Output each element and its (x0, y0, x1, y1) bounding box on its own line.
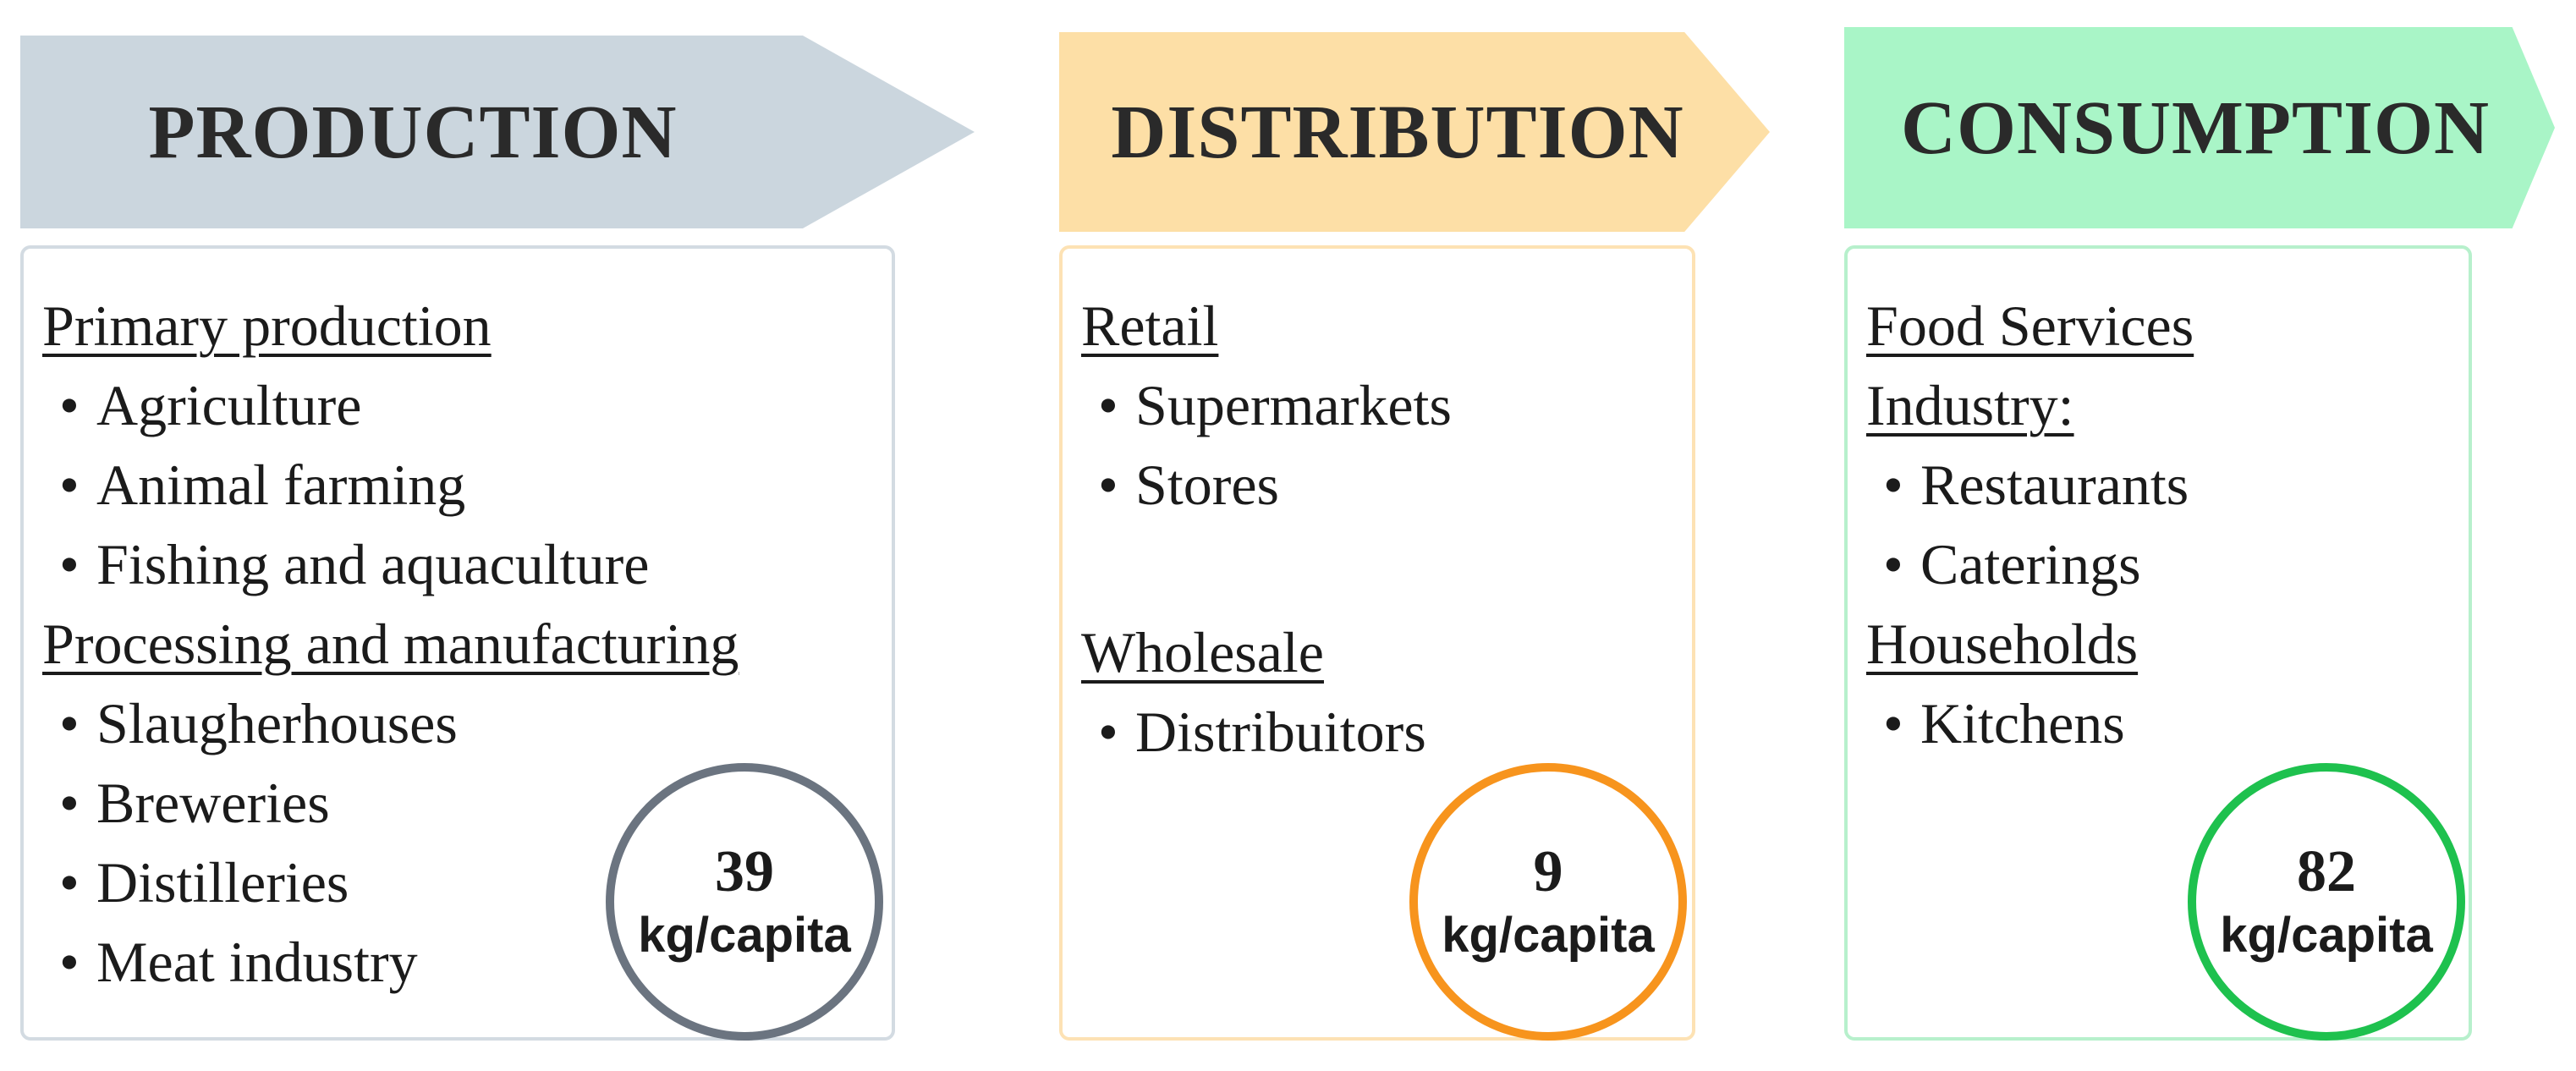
food-services-heading-line2: Industry: (1866, 373, 2074, 437)
processing-heading: Processing and manufacturing (42, 612, 739, 676)
distribution-unit: kg/capita (1442, 908, 1655, 963)
retail-heading: Retail (1081, 294, 1219, 358)
list-item: •Distilleries (59, 850, 349, 914)
production-title: PRODUCTION (148, 90, 678, 174)
list-item: •Restaurants (1883, 453, 2189, 517)
production-value: 39 (715, 839, 774, 904)
production-box: Primary production •Agriculture •Animal … (20, 245, 895, 1041)
list-item: •Meat industry (59, 930, 418, 994)
list-item: •Distribuitors (1098, 700, 1426, 764)
list-item: •Kitchens (1883, 691, 2125, 755)
food-services-heading-line1: Food Services (1866, 294, 2194, 358)
list-item: •Fishing and aquaculture (59, 532, 650, 596)
list-item: •Caterings (1883, 532, 2141, 596)
distribution-value: 9 (1533, 839, 1563, 904)
consumption-title: CONSUMPTION (1900, 85, 2491, 170)
primary-production-heading: Primary production (42, 294, 492, 358)
production-unit: kg/capita (638, 908, 851, 963)
consumption-unit: kg/capita (2220, 908, 2433, 963)
list-item: •Stores (1098, 453, 1279, 517)
distribution-title: DISTRIBUTION (1111, 90, 1684, 174)
production-arrow: PRODUCTION (20, 36, 975, 228)
list-item: •Supermarkets (1098, 373, 1452, 437)
production-value-circle: 39 kg/capita (606, 763, 883, 1041)
consumption-value-circle: 82 kg/capita (2188, 763, 2465, 1041)
distribution-content: Retail •Supermarkets •Stores Wholesale •… (1081, 286, 1452, 772)
distribution-box: Retail •Supermarkets •Stores Wholesale •… (1059, 245, 1695, 1041)
wholesale-heading: Wholesale (1081, 620, 1324, 684)
list-item: •Agriculture (59, 373, 362, 437)
distribution-value-circle: 9 kg/capita (1409, 763, 1687, 1041)
consumption-value: 82 (2297, 839, 2356, 904)
consumption-box: Food Services Industry: •Restaurants •Ca… (1844, 245, 2472, 1041)
list-item: •Animal farming (59, 453, 466, 517)
consumption-content: Food Services Industry: •Restaurants •Ca… (1866, 286, 2194, 763)
list-item: •Breweries (59, 771, 330, 835)
production-content: Primary production •Agriculture •Animal … (42, 286, 739, 1002)
consumption-arrow: CONSUMPTION (1844, 27, 2555, 228)
distribution-arrow: DISTRIBUTION (1059, 32, 1770, 232)
spacer (1081, 525, 1452, 612)
list-item: •Slaugherhouses (59, 691, 458, 755)
households-heading: Households (1866, 612, 2139, 676)
